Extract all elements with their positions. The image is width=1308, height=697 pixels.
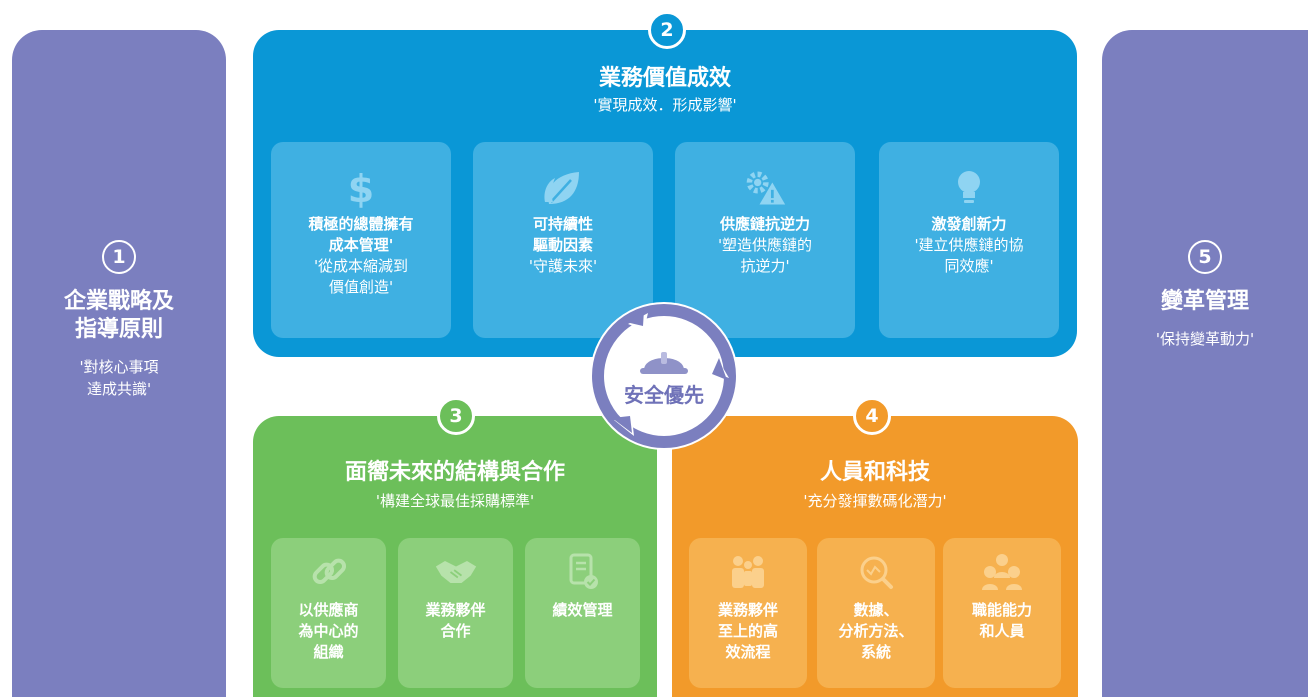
card-title: 業務夥伴 合作 [425,601,486,640]
analytics-icon [854,552,898,592]
card-subtitle: '塑造供應鏈的 抗逆力' [717,236,813,275]
card-title: 以供應商 為中心的 組織 [298,601,359,661]
step-number-4: 4 [853,397,891,435]
card-processes: 業務夥伴 至上的高 效流程 [689,538,807,688]
card-subtitle: '從成本縮減到 價值創造' [313,257,409,296]
hard-hat-icon [640,352,688,374]
panel-title: 面嚮未來的結構與合作 [344,460,565,485]
safety-first-cycle [590,302,738,450]
group-icon [980,552,1024,592]
card-supplier-centric: 以供應商 為中心的 組織 [271,538,386,688]
handshake-icon [434,552,478,592]
panel-title: 變革管理 [1160,289,1249,314]
card-sustainability: 可持續性 驅動因素 '守護未來' [473,142,653,338]
panel-title-line-1: 企業戰略及 [63,289,174,314]
panel-people-technology: 人員和科技 '充分發揮數碼化潛力' 業務夥伴 至上的高 效流程 數據、 分析方法… [672,416,1078,697]
panel-subtitle: '對核心事項 達成共識' [12,356,226,400]
card-title: 激發創新力 [931,215,1007,233]
step-number-3: 3 [437,397,475,435]
panel-title: 業務價值成效 [598,66,731,91]
panel-subtitle-line-1: '對核心事項 [79,358,159,376]
card-data-analytics: 數據、 分析方法、 系統 [817,538,935,688]
card-resilience: 供應鏈抗逆力 '塑造供應鏈的 抗逆力' [675,142,855,338]
card-subtitle: '建立供應鏈的協 同效應' [914,236,1024,275]
card-performance: 績效管理 [525,538,640,688]
safety-first-label: 安全優先 [624,383,704,407]
card-title: 績效管理 [552,601,613,619]
card-business-partner: 業務夥伴 合作 [398,538,513,688]
card-title: 數據、 分析方法、 系統 [838,601,914,661]
step-number-5: 5 [1188,240,1222,274]
dollar-icon: $ [339,168,383,208]
panel-title-line-2: 指導原則 [74,317,163,342]
card-innovation: 激發創新力 '建立供應鏈的協 同效應' [879,142,1059,338]
panel-subtitle: '構建全球最佳採購標準' [375,492,535,510]
people-icon [726,552,770,592]
card-title: 業務夥伴 至上的高 效流程 [717,601,778,661]
card-title: 供應鏈抗逆力 [719,215,810,233]
panel-subtitle: '充分發揮數碼化潛力' [803,492,947,510]
panel-structure-collaboration: 面嚮未來的結構與合作 '構建全球最佳採購標準' 以供應商 為中心的 組織 業務夥… [253,416,657,697]
panel-title: 企業戰略及 指導原則 [12,288,226,344]
link-icon [307,552,351,592]
card-title: 職能能力 和人員 [971,601,1032,640]
lightbulb-icon [947,168,991,208]
panel-subtitle: '實現成效．形成影響' [593,96,737,114]
svg-text:$: $ [348,168,374,208]
card-title: 積極的總體擁有 成本管理' [308,215,414,254]
card-subtitle: '守護未來' [528,257,598,275]
step-number-2: 2 [648,11,686,49]
card-tco: $ 積極的總體擁有 成本管理' '從成本縮減到 價值創造' [271,142,451,338]
step-number-1: 1 [102,240,136,274]
panel-business-value: 業務價值成效 '實現成效．形成影響' $ 積極的總體擁有 成本管理' '從成本縮… [253,30,1077,357]
card-capabilities: 職能能力 和人員 [943,538,1061,688]
panel-subtitle: '保持變革動力' [1155,330,1255,348]
panel-title: 人員和科技 [819,460,930,485]
panel-change-management: 5 變革管理 '保持變革動力' [1102,30,1308,697]
card-title: 可持續性 驅動因素 [532,215,593,254]
document-check-icon [561,552,605,592]
gear-warning-icon [743,168,787,208]
panel-subtitle-line-2: 達成共識' [86,380,152,398]
panel-corporate-strategy: 1 企業戰略及 指導原則 '對核心事項 達成共識' [12,30,226,697]
leaf-icon [541,168,585,208]
